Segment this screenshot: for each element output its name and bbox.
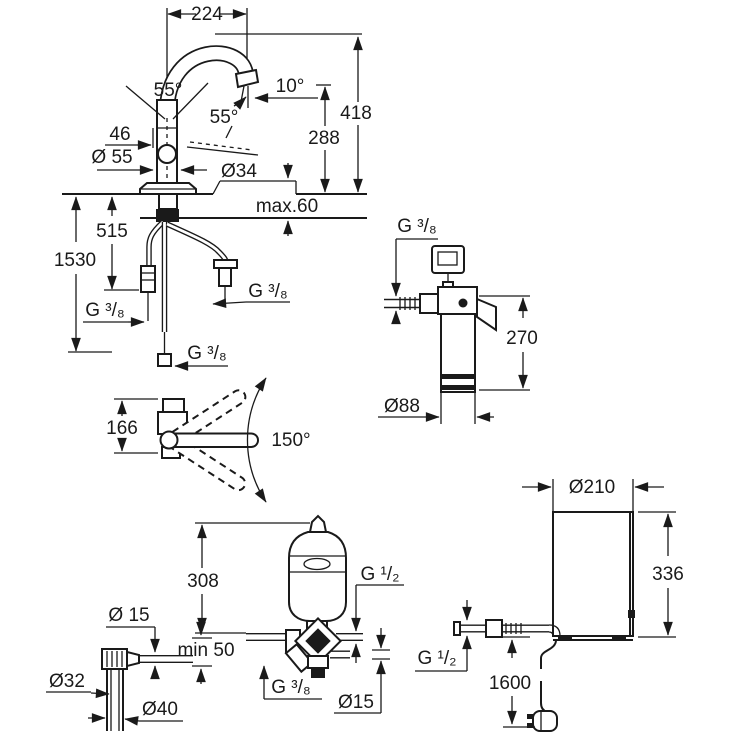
power-plug xyxy=(532,710,558,732)
dim-conn-left: G ³/₈ xyxy=(85,300,125,321)
dim-outlet-angle: 10° xyxy=(276,76,305,97)
expansion-vessel xyxy=(288,531,347,622)
plug-prong xyxy=(527,714,533,719)
faucet-shank xyxy=(156,209,179,222)
dim-boiler-height: 336 xyxy=(652,564,684,585)
filter-cartridge xyxy=(440,313,476,393)
dim-filter-diameter: Ø88 xyxy=(384,396,420,417)
dim-elbow-outer: Ø40 xyxy=(142,699,178,720)
spout-top-view xyxy=(165,432,259,448)
dim-vessel-pipe: Ø15 xyxy=(338,692,374,713)
filter-bracket xyxy=(476,297,497,332)
filter-view: G ³/₈ 270 Ø88 xyxy=(378,216,538,424)
dim-max-counter: max.60 xyxy=(256,196,318,217)
dim-conn-right: G ³/₈ xyxy=(248,281,288,302)
dim-boiler-diameter: Ø210 xyxy=(569,477,615,498)
faucet-top-view: 166 150° xyxy=(106,377,311,503)
dim-spout-height: 288 xyxy=(308,128,340,149)
spout-outlet xyxy=(234,68,260,89)
dim-lever-length: 46 xyxy=(109,124,130,145)
dim-lever-angle-side: 55° xyxy=(210,107,239,128)
dim-total-height: 418 xyxy=(340,103,372,124)
dim-lever-angle-front: 55° xyxy=(154,80,183,101)
dim-elbow-inner: Ø32 xyxy=(49,671,85,692)
power-cord xyxy=(540,639,557,669)
dim-swivel-angle: 150° xyxy=(271,430,310,451)
dim-boiler-conn: G ¹/₂ xyxy=(417,648,456,669)
dim-cable-length: 1600 xyxy=(489,673,531,694)
check-valve xyxy=(140,265,156,293)
boiler-view: Ø210 336 G ¹/₂ xyxy=(415,477,684,732)
boiler-body xyxy=(552,511,634,637)
dim-body-diameter: Ø 55 xyxy=(91,147,132,168)
dim-vessel-height: 308 xyxy=(187,571,219,592)
dim-hose-1530: 1530 xyxy=(54,250,96,271)
dim-body-depth: 166 xyxy=(106,418,138,439)
dim-conn-bottom: G ³/₈ xyxy=(187,343,227,364)
dim-supply-515: 515 xyxy=(96,221,128,242)
safety-group-view: 308 G ¹/₂ Ø15 xyxy=(177,514,404,714)
dim-spout-reach: 224 xyxy=(191,4,223,25)
faucet-front-view: 224 10° 55° 55° 46 Ø 55 xyxy=(54,4,372,371)
dim-vessel-conn-bottom: G ³/₈ xyxy=(271,677,311,698)
plug-prong xyxy=(527,723,533,728)
dim-filter-conn: G ³/₈ xyxy=(397,216,437,237)
filter-head xyxy=(437,286,478,315)
supply-hose-right xyxy=(165,221,229,263)
dim-mounting-hole: Ø34 xyxy=(221,161,257,182)
dim-elbow-pipe: Ø 15 xyxy=(108,605,149,626)
dim-filter-height: 270 xyxy=(506,328,538,349)
dim-vessel-conn-top: G ¹/₂ xyxy=(360,564,399,585)
faucet-lever-knob xyxy=(157,144,177,164)
filter-display-unit xyxy=(431,245,465,274)
drain-elbow-view: Ø 15 Ø32 Ø40 xyxy=(46,605,193,731)
elbow-fitting xyxy=(101,648,128,670)
